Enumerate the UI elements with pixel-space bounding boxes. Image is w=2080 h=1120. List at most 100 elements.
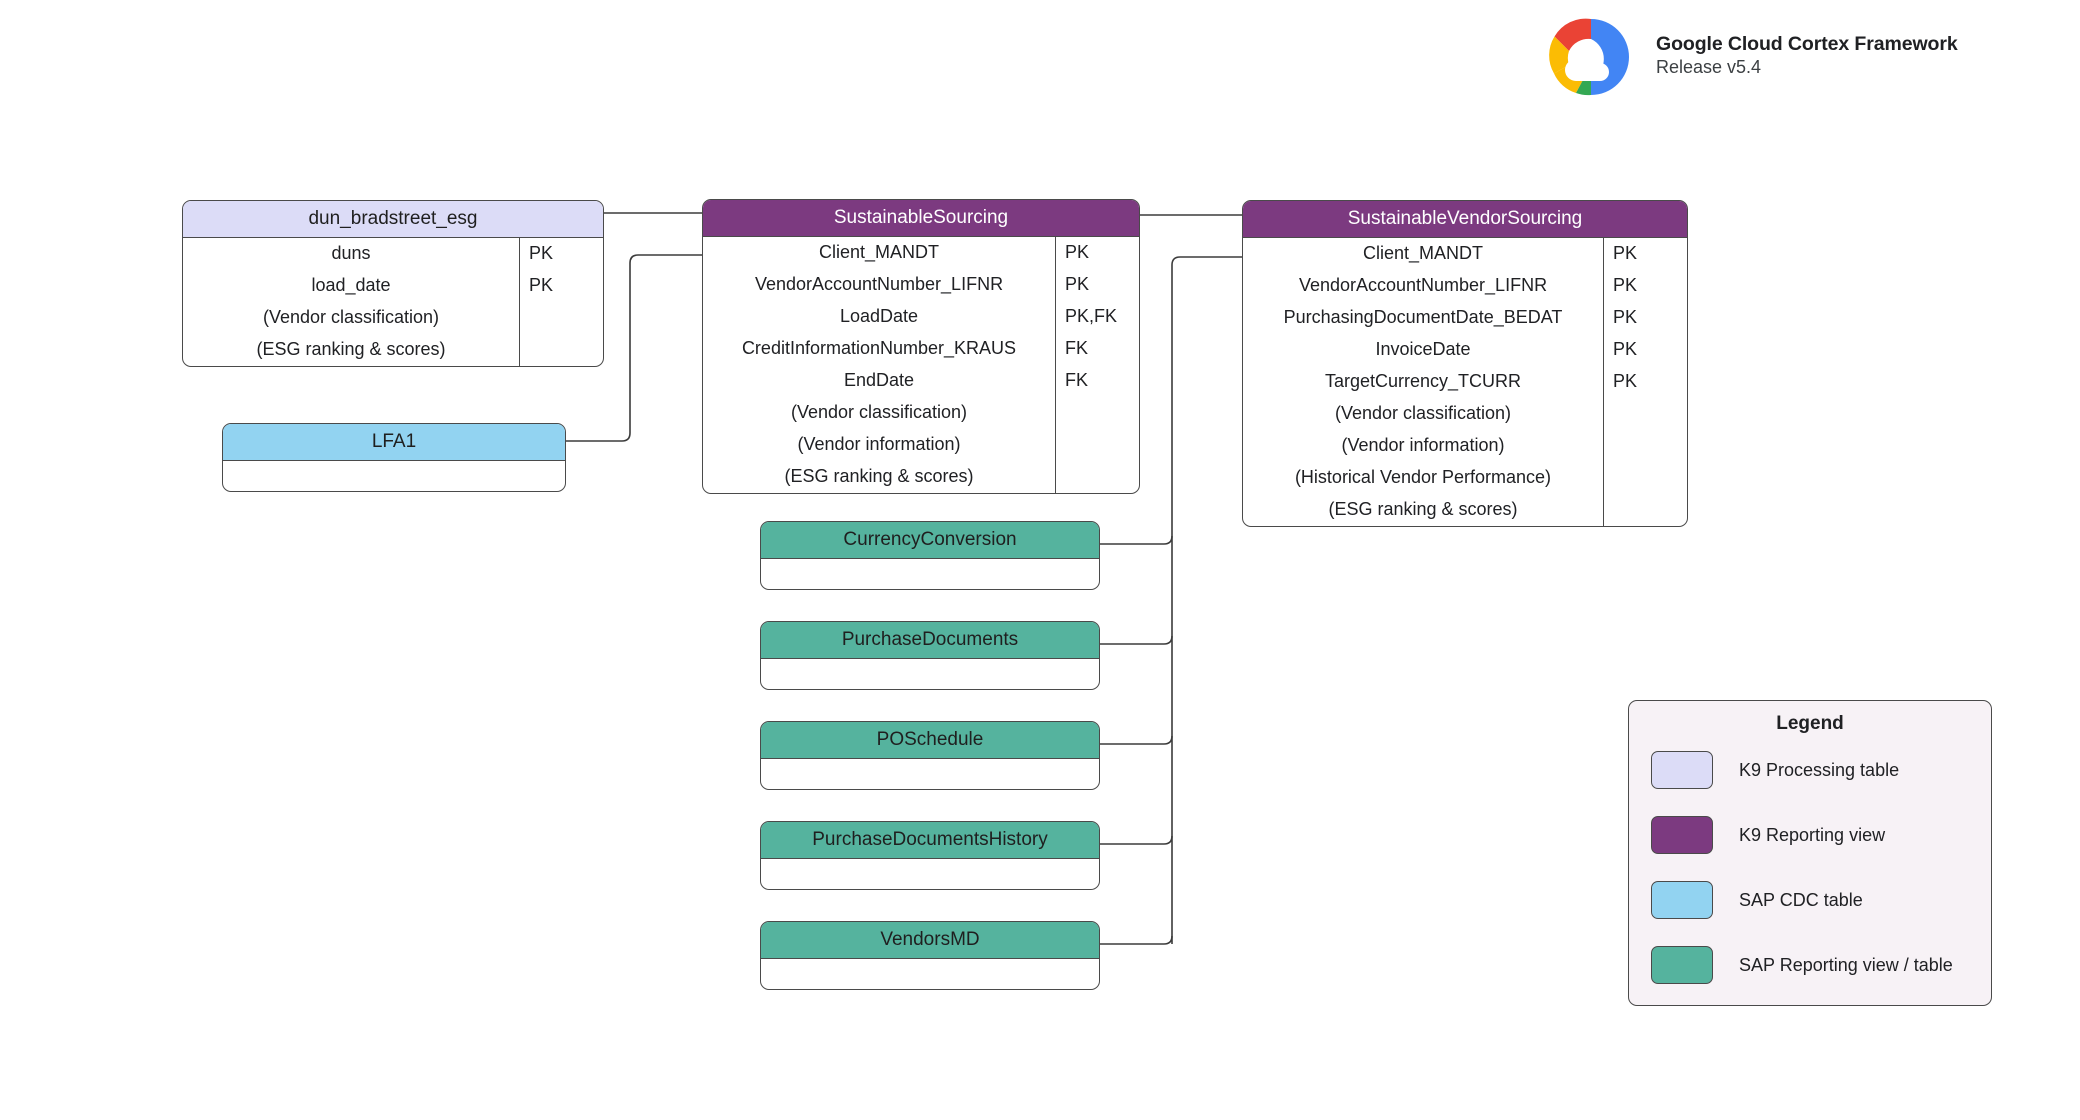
field-key: FK [1055,332,1139,365]
legend-label: SAP CDC table [1739,889,1863,910]
field-key: PK [1603,333,1687,366]
legend-label: K9 Reporting view [1739,824,1886,845]
entity-header-title: POSchedule [761,722,1099,759]
entity-field-row: (ESG ranking & scores) [703,460,1139,493]
brand-text-block: Google Cloud Cortex Framework Release v5… [1656,32,1958,80]
field-key [1603,429,1687,462]
entity-header-title: SustainableSourcing [703,200,1139,237]
entity-field-row: duns PK [183,237,603,270]
entity-field-list [223,461,565,491]
field-key [1603,493,1687,526]
google-cloud-logo-icon [1549,18,1629,96]
field-name: Client_MANDT [1362,243,1484,264]
field-key: PK [1603,269,1687,302]
field-name: (Vendor classification) [262,307,440,328]
wire-trunk-to-vendorsourcing [1171,256,1242,944]
entity-lfa1[interactable]: LFA1 [222,423,566,492]
field-key: PK [519,237,603,270]
entity-vendors-md[interactable]: VendorsMD [760,921,1100,990]
field-key: FK [1055,364,1139,397]
legend-item-sap-cdc-table: SAP CDC table [1651,879,1977,921]
field-name: (ESG ranking & scores) [256,339,446,360]
field-name: VendorAccountNumber_LIFNR [754,274,1004,295]
field-key: PK [1603,365,1687,398]
field-name: (ESG ranking & scores) [784,466,974,487]
entity-field-row: EndDate FK [703,364,1139,397]
entity-field-row: Client_MANDT PK [703,236,1139,269]
field-name: (Vendor classification) [790,402,968,423]
entity-field-row: (Vendor classification) [703,396,1139,429]
legend-item-k9-reporting-view: K9 Reporting view [1651,814,1977,856]
entity-field-row: CreditInformationNumber_KRAUS FK [703,332,1139,365]
entity-field-list [761,959,1099,989]
wire-purchasedocumentshistory-to-trunk [1100,835,1173,845]
entity-field-row: (Vendor classification) [183,301,603,334]
brand-header: Google Cloud Cortex Framework Release v5… [1528,10,1958,102]
legend-panel: Legend K9 Processing table K9 Reporting … [1628,700,1992,1006]
entity-field-list [761,859,1099,889]
field-name: VendorAccountNumber_LIFNR [1298,275,1548,296]
entity-field-row: VendorAccountNumber_LIFNR PK [703,268,1139,301]
entity-currency-conversion[interactable]: CurrencyConversion [760,521,1100,590]
field-name: LoadDate [839,306,919,327]
brand-release: Release v5.4 [1656,57,1762,78]
entity-header-title: VendorsMD [761,922,1099,959]
field-key: PK [1055,236,1139,269]
entity-purchase-documents[interactable]: PurchaseDocuments [760,621,1100,690]
wire-lfa1-to-sustainablesourcing [566,254,702,442]
legend-swatch-k9-reporting-view [1651,816,1713,854]
field-name: (Historical Vendor Performance) [1294,467,1552,488]
field-name: CreditInformationNumber_KRAUS [741,338,1017,359]
field-key: PK [1055,268,1139,301]
entity-header-title: PurchaseDocuments [761,622,1099,659]
entity-field-row: TargetCurrency_TCURR PK [1243,365,1687,398]
entity-header-title: CurrencyConversion [761,522,1099,559]
legend-swatch-sap-cdc-table [1651,881,1713,919]
legend-swatch-sap-reporting-view [1651,946,1713,984]
entity-field-row: (Vendor information) [703,428,1139,461]
field-name: (Vendor information) [1341,435,1505,456]
field-key [1603,461,1687,494]
entity-field-row: Client_MANDT PK [1243,237,1687,270]
entity-header-title: LFA1 [223,424,565,461]
entity-field-list [761,659,1099,689]
entity-sustainable-sourcing[interactable]: SustainableSourcing Client_MANDT PK Vend… [702,199,1140,494]
field-name: TargetCurrency_TCURR [1324,371,1522,392]
entity-field-row: (Vendor classification) [1243,397,1687,430]
entity-field-list: Client_MANDT PK VendorAccountNumber_LIFN… [703,236,1139,493]
legend-label: K9 Processing table [1739,759,1900,780]
field-key: PK [519,269,603,302]
entity-dun-bradstreet-esg[interactable]: dun_bradstreet_esg duns PK load_date PK … [182,200,604,367]
field-key [1603,397,1687,430]
field-key: PK [1603,301,1687,334]
entity-header-title: SustainableVendorSourcing [1243,201,1687,238]
field-name: EndDate [843,370,915,391]
entity-field-row: (ESG ranking & scores) [1243,493,1687,526]
entity-sustainable-vendor-sourcing[interactable]: SustainableVendorSourcing Client_MANDT P… [1242,200,1688,527]
field-key [519,301,603,334]
field-name: (Vendor information) [797,434,961,455]
entity-field-list: Client_MANDT PK VendorAccountNumber_LIFN… [1243,237,1687,526]
entity-field-row: (Historical Vendor Performance) [1243,461,1687,494]
legend-item-k9-processing-table: K9 Processing table [1651,749,1977,791]
entity-field-row: (ESG ranking & scores) [183,333,603,366]
field-name: InvoiceDate [1375,339,1471,360]
entity-po-schedule[interactable]: POSchedule [760,721,1100,790]
legend-swatch-k9-processing-table [1651,751,1713,789]
entity-field-list [761,559,1099,589]
entity-header-title: PurchaseDocumentsHistory [761,822,1099,859]
field-name: (Vendor classification) [1334,403,1512,424]
legend-title: Legend [1776,713,1844,734]
entity-field-row: LoadDate PK,FK [703,300,1139,333]
field-name: (ESG ranking & scores) [1328,499,1518,520]
entity-header-title: dun_bradstreet_esg [183,201,603,238]
wire-poschedule-to-trunk [1100,735,1173,745]
field-key: PK,FK [1055,300,1139,333]
entity-field-list: duns PK load_date PK (Vendor classificat… [183,237,603,366]
field-name: duns [331,243,371,264]
entity-purchase-documents-history[interactable]: PurchaseDocumentsHistory [760,821,1100,890]
field-key [519,333,603,366]
entity-field-list [761,759,1099,789]
